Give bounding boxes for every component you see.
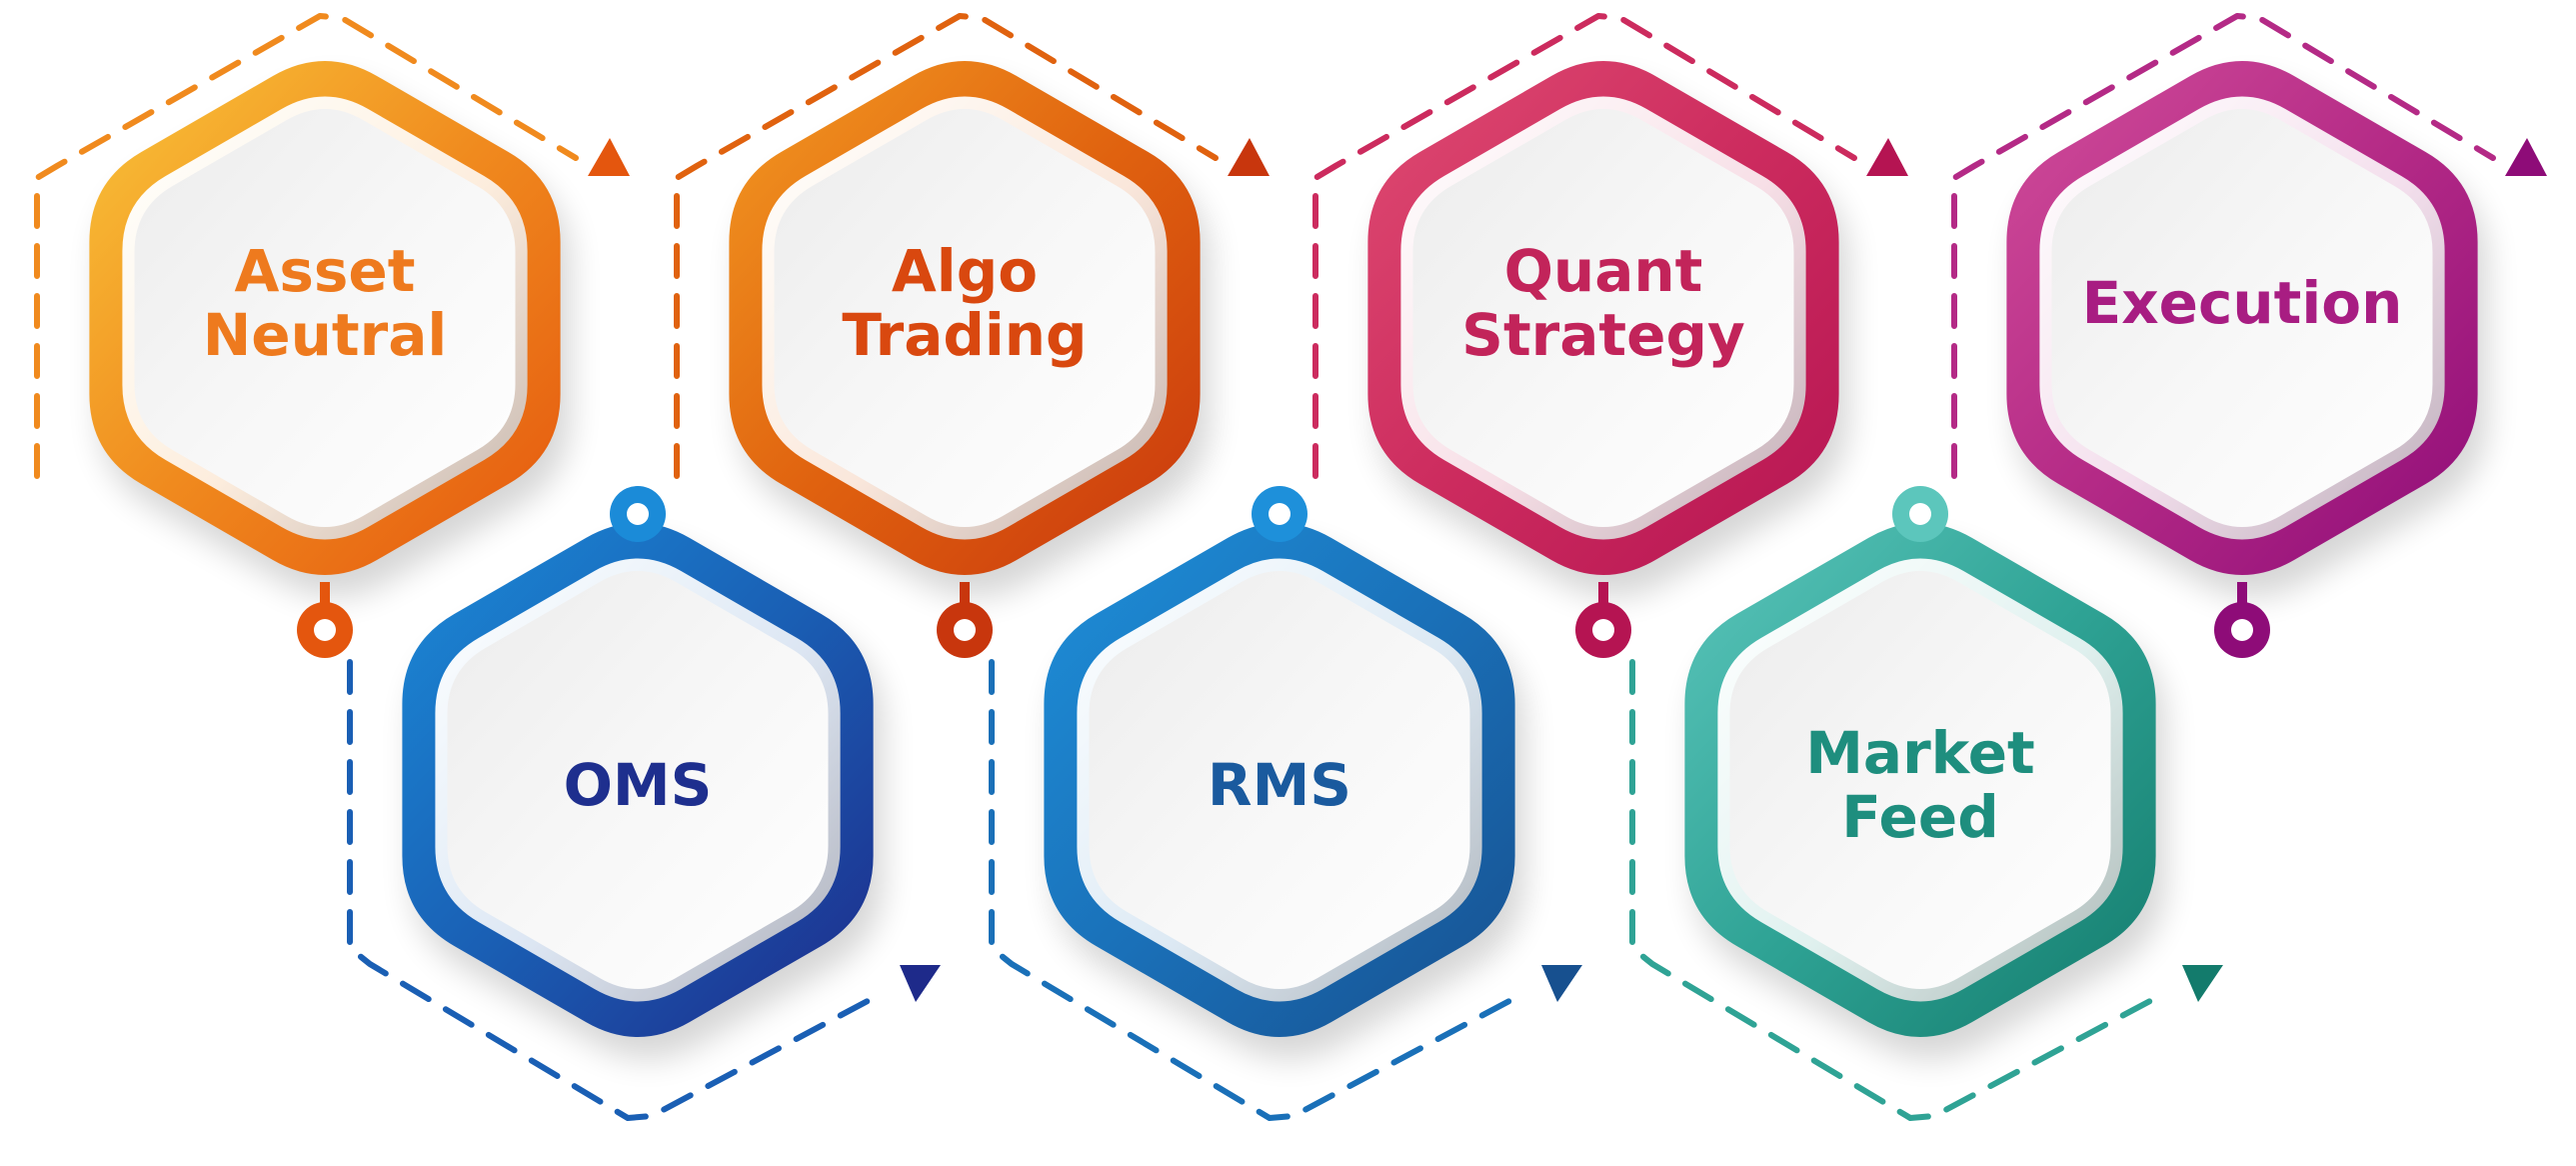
dashed-line [1629, 659, 2166, 1121]
connector-pin-hole [1909, 503, 1931, 525]
hexagon-node-rms: RMS [1044, 486, 1515, 1037]
connector-pin-hole [2231, 619, 2253, 641]
hexagon-face [2051, 109, 2433, 527]
arrow-head-icon [1228, 138, 1270, 176]
arrow-head-icon [2182, 965, 2223, 1002]
node-label-rms: RMS [1208, 751, 1351, 819]
node-label-execution: Execution [2082, 269, 2403, 337]
hexagon-face [774, 109, 1156, 527]
dashed-line [989, 659, 1525, 1121]
node-label-market-feed: Feed [1841, 783, 1998, 851]
node-label-oms: OMS [564, 751, 713, 819]
node-label-algo-trading: Trading [842, 301, 1087, 369]
dashed-line [34, 13, 579, 479]
arrow-head-icon [588, 138, 630, 176]
flow-path-quant-strategy [1312, 13, 1908, 479]
dashed-line [1951, 13, 2496, 479]
flow-path-algo-trading [674, 13, 1270, 479]
connector-pin-hole [1269, 503, 1290, 525]
hexagon-node-execution: Execution [2006, 61, 2478, 658]
flow-path-rms [989, 659, 1582, 1121]
hexagon-face [134, 109, 516, 527]
dashed-line [674, 13, 1219, 479]
flow-path-asset-neutral [34, 13, 630, 479]
arrow-head-icon [2505, 138, 2547, 176]
hexagon-face [1729, 571, 2111, 989]
node-label-quant-strategy: Quant [1504, 237, 1703, 305]
dashed-line [347, 659, 884, 1121]
flow-path-execution [1951, 13, 2547, 479]
arrow-head-icon [1541, 965, 1582, 1002]
connector-pin-hole [954, 619, 976, 641]
node-label-asset-neutral: Asset [235, 237, 416, 305]
node-label-algo-trading: Algo [892, 237, 1038, 305]
node-label-asset-neutral: Neutral [203, 301, 448, 369]
dashed-line [1312, 13, 1857, 479]
hexagon-face [447, 571, 829, 989]
dashed-flow-paths [34, 13, 2547, 1121]
connector-pin-hole [627, 503, 649, 525]
hexagon-node-oms: OMS [402, 486, 874, 1037]
connector-pin-hole [314, 619, 336, 641]
arrow-head-icon [1866, 138, 1908, 176]
flow-path-market-feed [1629, 659, 2223, 1121]
connector-pin-hole [1592, 619, 1614, 641]
arrow-head-icon [900, 965, 941, 1002]
hexagon-face [1412, 109, 1794, 527]
hexagon-face [1089, 571, 1470, 989]
flow-path-oms [347, 659, 941, 1121]
node-label-quant-strategy: Strategy [1461, 301, 1745, 369]
node-label-market-feed: Market [1805, 719, 2035, 787]
